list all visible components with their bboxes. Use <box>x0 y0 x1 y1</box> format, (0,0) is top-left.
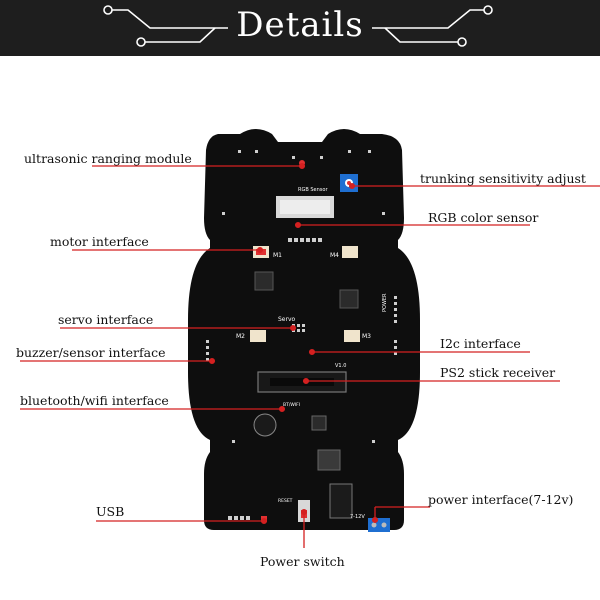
silk-7-12v: 7-12V <box>350 514 365 520</box>
silk-m2: M2 <box>236 333 245 340</box>
header-banner: Details <box>0 0 600 56</box>
chip-regulator <box>317 449 341 471</box>
right-header-pins <box>394 296 397 355</box>
usb-pads <box>228 516 250 520</box>
label-buzzer-sensor-interface: buzzer/sensor interface <box>16 345 166 360</box>
label-ultrasonic-ranging-module: ultrasonic ranging module <box>24 151 192 166</box>
silk-version: V1.0 <box>335 363 346 369</box>
circuit-trace-decoration <box>103 5 493 47</box>
label-servo-interface: servo interface <box>58 312 154 327</box>
motor-connector-m2 <box>250 330 266 342</box>
silk-m3: M3 <box>362 333 371 340</box>
chip-driver-2 <box>339 289 359 309</box>
silk-m4: M4 <box>330 252 339 259</box>
label-rgb-color-sensor: RGB color sensor <box>428 210 539 225</box>
silk-m1: M1 <box>273 252 282 259</box>
silk-bt-wifi: BT/WIFI <box>283 402 300 408</box>
label-bluetooth-wifi-interface: bluetooth/wifi interface <box>20 393 169 408</box>
silk-reset: RESET <box>278 498 293 504</box>
chip-mcu <box>311 415 327 431</box>
buzzer-round <box>253 413 277 437</box>
label-usb: USB <box>96 504 125 519</box>
label-i2c-interface: I2c interface <box>440 336 521 351</box>
chip-driver-1 <box>254 271 274 291</box>
motor-connector-m4 <box>342 246 358 258</box>
label-ps2-stick-receiver: PS2 stick receiver <box>440 365 556 380</box>
silk-servo: Servo <box>278 316 296 323</box>
label-motor-interface: motor interface <box>50 234 149 249</box>
buzzer-header-pins <box>206 340 209 361</box>
page-title: Details <box>236 5 364 45</box>
power-jack <box>329 483 353 519</box>
motor-connector-m3 <box>344 330 360 342</box>
label-trunking-sensitivity-adjust: trunking sensitivity adjust <box>420 171 586 186</box>
pcb-board: RGB Sensor M1 M4 M2 M3 Servo POWER <box>188 129 420 532</box>
silk-rgb-sensor: RGB Sensor <box>298 187 328 193</box>
power-terminal-block <box>368 518 390 532</box>
label-power-switch: Power switch <box>260 554 345 569</box>
silk-power: POWER <box>382 293 388 312</box>
label-power-interface: power interface(7-12v) <box>428 492 574 507</box>
leader-lines <box>20 162 600 548</box>
rgb-header-pins <box>288 238 322 242</box>
